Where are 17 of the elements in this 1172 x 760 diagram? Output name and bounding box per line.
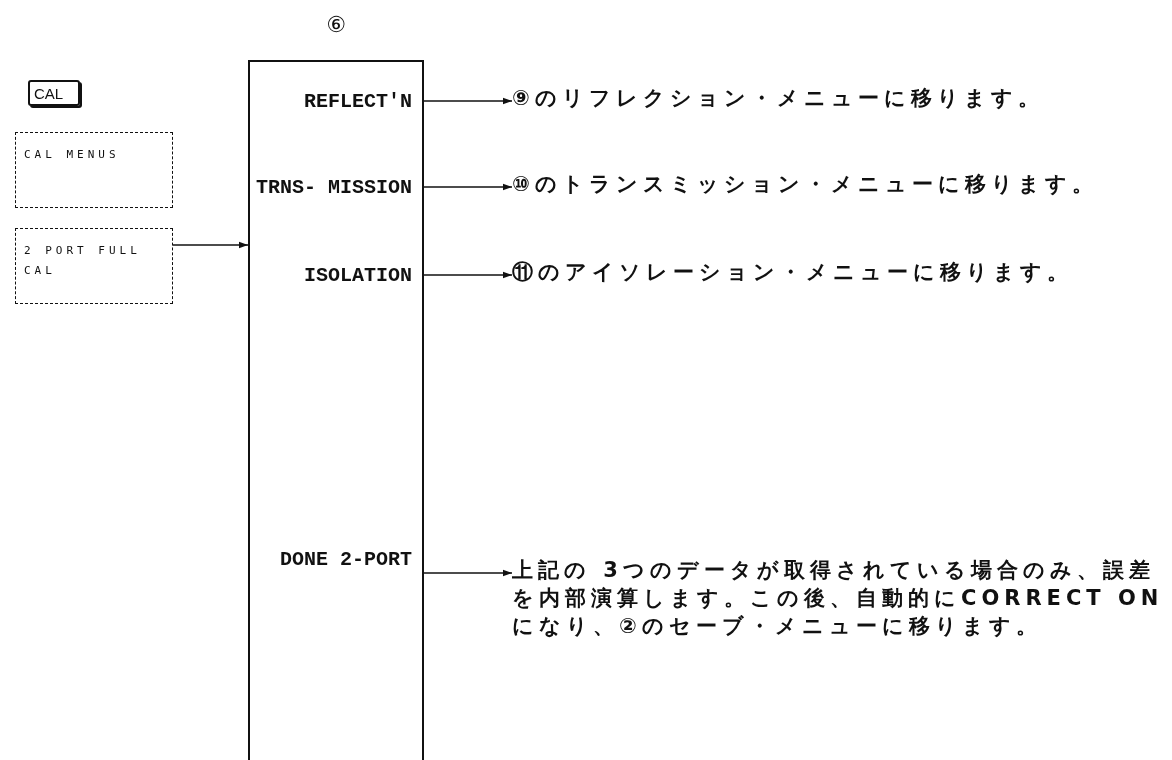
softkey-label: DONE 2-PORT (250, 542, 422, 614)
dashed-menu-box: CAL MENUS (15, 132, 173, 208)
arrow (421, 97, 513, 105)
softkey-label: ISOLATION (250, 258, 422, 298)
softkey-label: TRNS- MISSION (250, 170, 422, 242)
arrow (421, 183, 513, 191)
description-text: ⑪のアイソレーション・メニューに移ります。 (512, 258, 1162, 290)
softkey-label: REFLECT'N (250, 84, 422, 124)
arrow (172, 241, 249, 249)
arrow (421, 569, 513, 577)
description-text: 上記の 3つのデータが取得されている場合のみ、誤差を内部演算します。この後、自動的にCORRECT ONになり、②のセーブ・メニューに移ります。 (512, 556, 1167, 646)
step-number: ⑥ (325, 12, 347, 37)
key-button: CAL (28, 80, 80, 106)
description-text: ⑩のトランスミッション・メニューに移ります。 (512, 170, 1162, 202)
dashed-menu-box: 2 PORT FULL CAL (15, 228, 173, 304)
description-text: ⑨のリフレクション・メニューに移ります。 (512, 84, 1162, 116)
arrow (421, 271, 513, 279)
